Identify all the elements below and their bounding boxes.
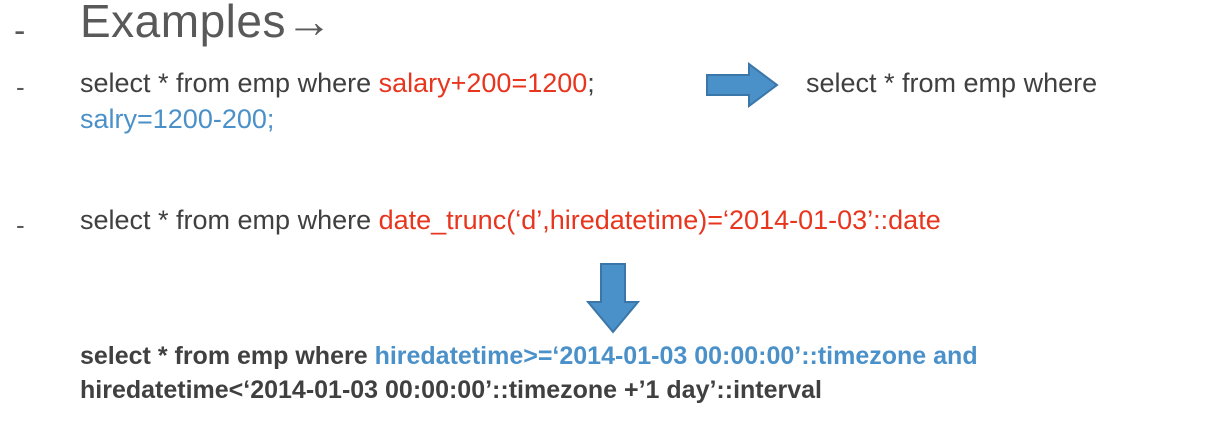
example-1-result-line1: select * from emp where [806,68,1098,98]
title-arrow-icon: → [285,0,333,47]
example-2-query: select * from emp where date_trunc(‘d’,h… [80,205,941,236]
example-2-result-highlight-1: hiredatetime>=‘2014-01-03 00:00:00’::tim… [374,342,978,370]
slide-title-text: Examples [80,0,286,47]
slide-title: Examples→ [80,0,332,48]
title-bullet: - [14,12,26,50]
example-2-result-prefix: select * from emp where [80,342,375,370]
example-1-query: select * from emp where salary+200=1200; [80,68,595,99]
example-2-result-line1: select * from emp where hiredatetime>=‘2… [80,342,978,371]
example-1-suffix: ; [587,68,595,98]
down-arrow-icon [586,263,640,334]
bullet-example-2: - [16,210,25,240]
example-1-result-line2: salry=1200-200; [80,104,275,134]
example-1-highlight: salary+200=1200 [378,68,588,98]
right-arrow-icon [706,62,779,108]
example-2-highlight: date_trunc(‘d’,hiredatetime)=‘2014-01-03… [378,205,941,235]
example-2-prefix: select * from emp where [80,205,379,235]
bullet-example-1: - [16,72,25,102]
example-1-prefix: select * from emp where [80,68,379,98]
example-2-result-line2: hiredatetime<‘2014-01-03 00:00:00’::time… [80,376,822,404]
